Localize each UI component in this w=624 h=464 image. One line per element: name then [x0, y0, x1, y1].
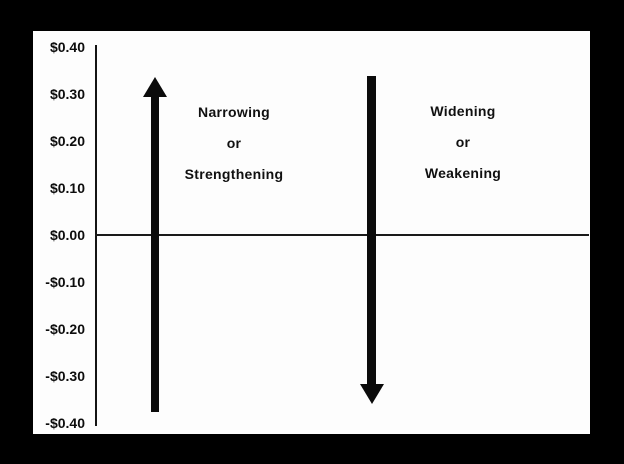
down-arrow: [359, 76, 384, 404]
annotation-line: Widening: [430, 103, 496, 119]
y-tick-label: $0.20: [49, 133, 85, 149]
y-tick-label: $0.40: [49, 39, 85, 55]
widening-label-block: Widening or Weakening: [388, 103, 538, 181]
y-tick-label: -$0.10: [45, 274, 85, 290]
down-arrow-shaft: [367, 76, 376, 384]
annotation-line: or: [455, 134, 471, 150]
annotation-line: Narrowing: [198, 104, 270, 120]
y-tick-label: -$0.40: [45, 415, 85, 431]
annotation-line: or: [226, 135, 242, 151]
up-arrow: [143, 77, 167, 412]
annotation-line: Strengthening: [184, 166, 284, 182]
chart-panel: $0.40 $0.30 $0.20 $0.10 $0.00 -$0.10 -$0…: [33, 31, 590, 434]
y-tick-label: $0.30: [49, 86, 85, 102]
narrowing-label-block: Narrowing or Strengthening: [161, 104, 307, 182]
y-tick-label: $0.00: [49, 227, 85, 243]
zero-baseline: [95, 234, 589, 236]
y-axis-tick-labels: $0.40 $0.30 $0.20 $0.10 $0.00 -$0.10 -$0…: [33, 31, 88, 434]
up-arrow-shaft: [151, 97, 159, 412]
y-tick-label: $0.10: [49, 180, 85, 196]
up-arrowhead-icon: [143, 77, 167, 97]
y-tick-label: -$0.30: [45, 368, 85, 384]
down-arrowhead-icon: [359, 384, 384, 404]
y-tick-label: -$0.20: [45, 321, 85, 337]
annotation-line: Weakening: [424, 165, 502, 181]
